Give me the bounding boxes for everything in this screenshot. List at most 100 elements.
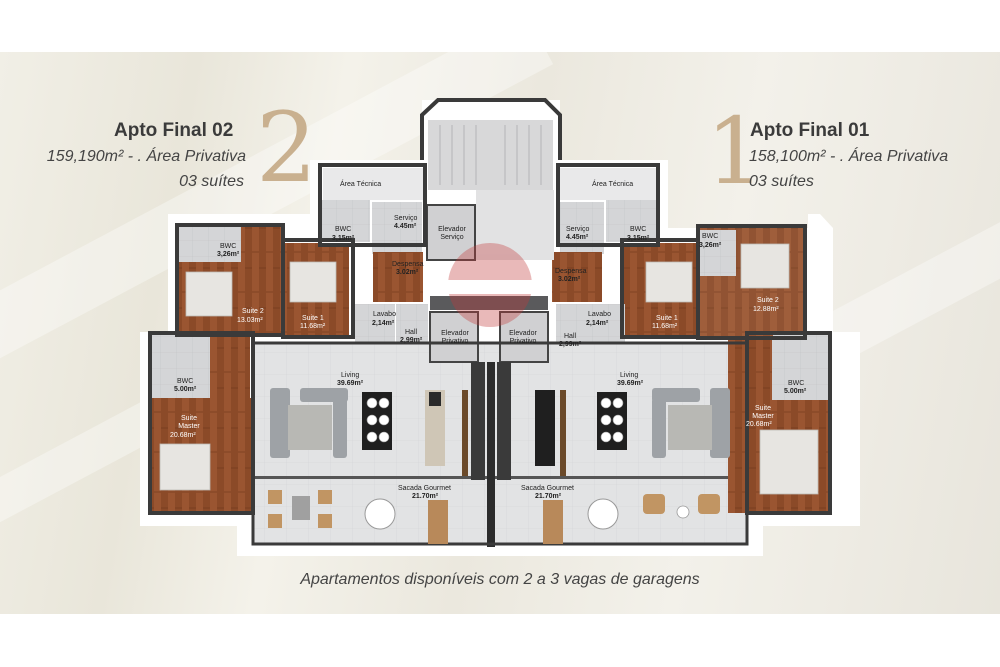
- label-l-bwc-master: BWC: [177, 378, 194, 385]
- label-elevador-servico: Elevador Serviço: [438, 226, 466, 241]
- l-despensa-floor: [373, 252, 423, 302]
- label-r-hall: Hall: [564, 333, 577, 340]
- label-l-sacada: Sacada Gourmet: [398, 485, 451, 492]
- label-l-suite2-area: 13.03m²: [237, 317, 263, 324]
- stairs: [428, 120, 553, 190]
- label-l-living-area: 39.69m²: [337, 380, 364, 387]
- label-r-suite-master: Suite Master: [752, 405, 774, 420]
- label-l-lavabo-area: 2,14m²: [372, 320, 395, 327]
- r-bbq: [543, 500, 563, 544]
- label-r-suite-master-area: 20.68m²: [746, 421, 772, 428]
- l-bwc-s1-floor: [320, 200, 370, 242]
- r-area-tecnica: [560, 168, 656, 200]
- label-r-hall-area: 2,99m²: [559, 341, 582, 348]
- label-elevador-privativo-l: Elevador Privativo: [441, 330, 469, 345]
- r-sofa: [652, 388, 730, 458]
- apto-left-suites: 03 suítes: [179, 173, 244, 190]
- r-sacada-chairs: [643, 494, 720, 514]
- r-kitchen-island: [535, 390, 555, 466]
- l-sacada-chairs: [268, 490, 332, 528]
- r-bwc-top-tile: [700, 230, 736, 276]
- r-counter: [560, 390, 566, 476]
- watermark-logo: [448, 243, 532, 327]
- r-round-table: [587, 498, 619, 530]
- l-bwc-master-floor: [151, 335, 211, 400]
- l-area-tecnica: [323, 168, 423, 200]
- label-r-bwc-s1-area: 3,15m²: [627, 235, 650, 242]
- l-round-table: [364, 498, 396, 530]
- l-hall-floor: [396, 304, 428, 342]
- label-r-suite1-area: 11.68m²: [652, 323, 678, 330]
- label-l-lavabo: Lavabo: [373, 311, 396, 318]
- beds: [159, 243, 819, 495]
- r-bwc-s1-floor: [606, 200, 660, 242]
- label-area-tecnica-l: Área Técnica: [340, 181, 382, 188]
- label-l-suite-master-area: 20.68m²: [170, 432, 196, 439]
- label-r-servico: Serviço: [566, 226, 590, 233]
- label-area-tecnica-r: Área Técnica: [592, 181, 634, 188]
- label-r-lavabo-area: 2,14m²: [586, 320, 609, 327]
- l-bwc-top-floor: [177, 227, 241, 265]
- label-l-suite-master: Suite Master: [178, 415, 200, 430]
- l-bbq: [428, 500, 448, 544]
- label-r-despensa: Despensa: [555, 268, 587, 275]
- label-r-bwc-s1: BWC: [630, 226, 647, 233]
- core-hall: [476, 190, 554, 260]
- label-l-suite2: Suite 2: [242, 308, 264, 315]
- label-r-lavabo: Lavabo: [588, 311, 611, 318]
- l-counter: [462, 390, 468, 476]
- label-r-suite1: Suite 1: [656, 315, 678, 322]
- r-rug: [668, 405, 712, 450]
- caption: Apartamentos disponíveis com 2 a 3 vagas…: [300, 571, 700, 588]
- label-l-suite1-area: 11.68m²: [300, 323, 326, 330]
- label-l-despensa: Despensa: [392, 261, 424, 268]
- sacada-floor: [253, 476, 747, 544]
- label-r-bwc-master-area: 5.00m²: [784, 388, 807, 395]
- center-wall: [487, 362, 495, 547]
- label-l-bwc-top-area: 3,26m²: [217, 251, 240, 258]
- apto-left-title: Apto Final 02: [114, 120, 234, 141]
- l-rug: [288, 405, 332, 450]
- r-hall-floor: [556, 304, 586, 342]
- label-l-sacada-area: 21.70m²: [412, 493, 439, 500]
- l-lavabo-floor: [355, 304, 395, 342]
- label-r-despensa-area: 3.02m²: [558, 276, 581, 283]
- label-r-sacada: Sacada Gourmet: [521, 485, 574, 492]
- label-l-bwc-s1-area: 3,15m²: [332, 235, 355, 242]
- label-l-servico: Serviço: [394, 215, 418, 222]
- r-bwc-master-tile: [772, 336, 829, 400]
- label-l-servico-area: 4.45m²: [394, 223, 417, 230]
- label-r-servico-area: 4.45m²: [566, 234, 589, 241]
- label-l-bwc-top: BWC: [220, 243, 237, 250]
- label-r-suite2-area: 12.88m²: [753, 306, 779, 313]
- r-despensa-floor: [552, 252, 602, 302]
- l-closet: [241, 227, 281, 337]
- label-l-hall: Hall: [405, 329, 418, 336]
- label-r-suite2: Suite 2: [757, 297, 779, 304]
- r-lavabo-floor: [585, 304, 625, 342]
- label-r-living: Living: [620, 372, 639, 379]
- l-sofa: [270, 388, 348, 458]
- label-r-bwc-master: BWC: [788, 380, 805, 387]
- label-l-suite1: Suite 1: [302, 315, 324, 322]
- label-r-living-area: 39.69m²: [617, 380, 644, 387]
- label-elevador-privativo-r: Elevador Privativo: [509, 330, 537, 345]
- label-l-living: Living: [341, 372, 360, 379]
- apto-left-area: 159,190m² - . Área Privativa: [46, 148, 246, 165]
- label-l-despensa-area: 3.02m²: [396, 269, 419, 276]
- label-r-bwc-top: BWC: [702, 233, 719, 240]
- label-r-bwc-top-area: 3,26m²: [699, 242, 722, 249]
- apto-right-area: 158,100m² - . Área Privativa: [749, 148, 949, 165]
- apto-right-number: 1: [706, 98, 765, 205]
- apto-right-title: Apto Final 01: [750, 120, 870, 141]
- l-master-closet: [210, 335, 250, 400]
- elevador-privativo-r-floor: [499, 311, 549, 363]
- label-l-bwc-master-area: 5.00m²: [174, 386, 197, 393]
- apto-left-number: 2: [256, 92, 318, 204]
- elevador-privativo-l-floor: [429, 311, 479, 363]
- l-kitchen-island: [425, 390, 445, 466]
- label-l-hall-area: 2,99m²: [400, 337, 423, 344]
- label-r-sacada-area: 21.70m²: [535, 493, 562, 500]
- label-l-bwc-s1: BWC: [335, 226, 352, 233]
